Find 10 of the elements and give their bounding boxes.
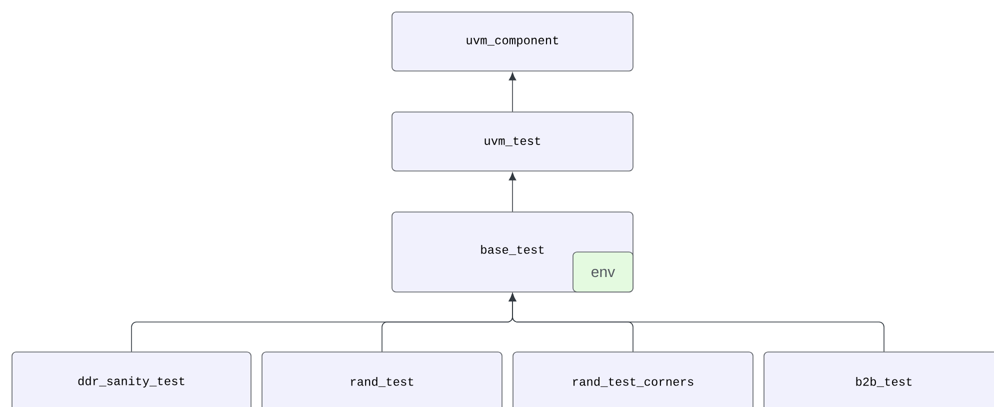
class-box: rand_test_corners (512, 352, 754, 407)
class-box: uvm_component (392, 12, 634, 72)
class-box: uvm_test (392, 112, 634, 172)
arrow (508, 172, 516, 212)
class-box: rand_test (262, 352, 502, 407)
component-box: env (572, 252, 634, 292)
arrow (508, 293, 884, 352)
class-box: b2b_test (764, 352, 994, 407)
arrow (508, 72, 516, 112)
class-box: ddr_sanity_test (12, 352, 252, 407)
